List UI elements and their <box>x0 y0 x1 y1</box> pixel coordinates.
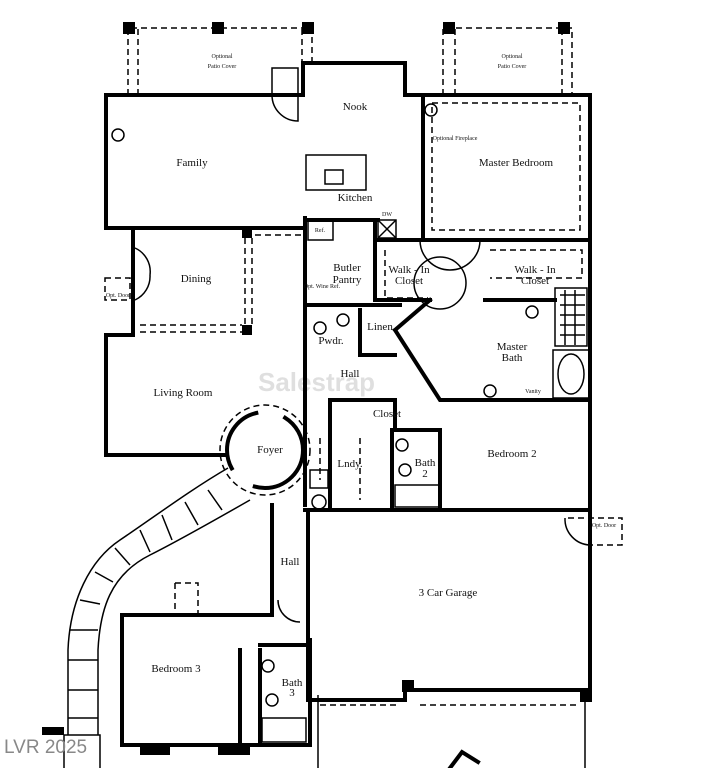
label-hall-upper: Hall <box>341 368 360 380</box>
label-master-bath-2: Bath <box>502 352 523 364</box>
label-bath-3-num: 3 <box>289 687 295 699</box>
label-linen: Linen <box>367 321 393 333</box>
tub-icon <box>552 349 590 399</box>
fixtures <box>111 103 590 743</box>
closet-rotunda <box>413 256 467 310</box>
label-powder: Pwdr. <box>318 335 344 347</box>
kitchen-island <box>305 154 367 191</box>
label-wine-ref: Opt. Wine Ref. <box>304 283 341 290</box>
label-walk-in-closet-right-2: Closet <box>521 275 549 287</box>
label-dining: Dining <box>181 273 212 285</box>
patio-cover-right-label: Optional <box>502 54 523 60</box>
bathtub-2 <box>394 484 441 508</box>
label-bath-3: Bath <box>282 677 303 689</box>
label-dw: DW <box>382 212 392 218</box>
patio-cover-left-label: Optional <box>212 54 233 60</box>
label-hall-lower: Hall <box>281 556 300 568</box>
label-butler-pantry-2: Pantry <box>333 274 362 286</box>
label-walk-in-closet-left: Walk - In <box>388 264 430 276</box>
patio-cover-left-label-2: Patio Cover <box>208 64 237 70</box>
bathtub-3 <box>261 717 307 743</box>
sink-icon <box>324 169 344 185</box>
room-labels: Nook Family Kitchen Ref. DW Master Bedro… <box>106 101 616 699</box>
label-butler-pantry: Butler <box>333 262 361 274</box>
patio-cover-right: Optional Patio Cover <box>442 22 573 95</box>
watermark: Salestrap <box>258 367 375 397</box>
label-master-bedroom: Master Bedroom <box>479 157 554 169</box>
foyer-walkway <box>63 404 311 768</box>
label-bath-2-num: 2 <box>422 468 428 480</box>
corner-stamp: LVR 2025 <box>4 737 87 758</box>
label-foyer: Foyer <box>257 444 283 456</box>
label-vanity: Vanity <box>525 389 541 395</box>
label-walk-in-closet-right: Walk - In <box>514 264 556 276</box>
label-opt-door-garage: Opt. Door <box>592 523 616 529</box>
label-bedroom-3: Bedroom 3 <box>151 663 201 675</box>
fireplace-icon-master <box>424 103 438 117</box>
dishwasher-icon <box>377 219 397 239</box>
label-bedroom-2: Bedroom 2 <box>487 448 536 460</box>
label-master-bath: Master <box>497 341 528 353</box>
label-laundry: Lndy. <box>337 458 363 470</box>
shower-icon <box>554 287 588 347</box>
label-closet: Closet <box>373 408 401 420</box>
label-bath-2: Bath <box>415 457 436 469</box>
patio-cover-right-label-2: Patio Cover <box>498 64 527 70</box>
label-nook: Nook <box>343 101 368 113</box>
label-living-room: Living Room <box>154 387 213 399</box>
label-walk-in-closet-left-2: Closet <box>395 275 423 287</box>
patio-cover-left: Optional Patio Cover <box>123 22 314 95</box>
label-family: Family <box>176 157 208 169</box>
openings <box>104 102 623 615</box>
driveway-arrow <box>447 749 481 768</box>
doors <box>134 67 591 623</box>
label-opt-door-dining: Opt. Door <box>106 293 130 299</box>
label-optional-fireplace: Optional Fireplace <box>433 136 478 142</box>
label-ref: Ref. <box>315 227 326 234</box>
fireplace-icon <box>111 128 125 142</box>
label-garage: 3 Car Garage <box>419 587 478 599</box>
label-kitchen: Kitchen <box>338 192 373 204</box>
refrigerator-icon <box>307 219 334 241</box>
